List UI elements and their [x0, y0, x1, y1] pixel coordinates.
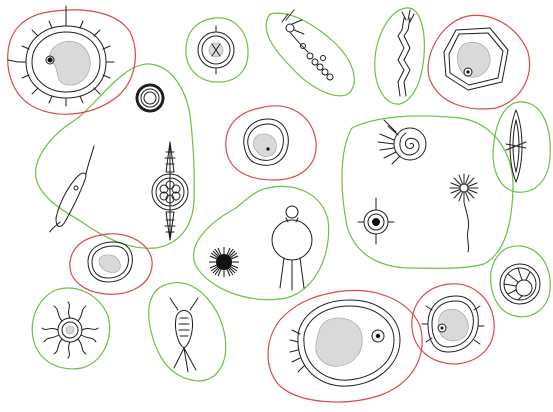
bottom-flagellate: [170, 298, 198, 372]
large-vacuole-cell: [290, 300, 400, 386]
slender-flagellate: [50, 146, 94, 232]
hex-cell: [444, 28, 508, 90]
star-flower: [450, 174, 478, 252]
rosette-spindle: [152, 142, 188, 240]
tentacled-organism: [42, 302, 98, 358]
ring-cell: [198, 26, 234, 74]
oval-cell: [88, 242, 132, 282]
sun-ring: [137, 85, 163, 111]
green-outline-chain-cell: [266, 13, 354, 96]
zigzag-stalk: [398, 10, 414, 96]
balloon-organism: [272, 206, 312, 290]
spiral-organism: [378, 120, 426, 164]
green-outline-right-large: [342, 116, 513, 268]
spiky-oval-cell: [422, 296, 484, 352]
round-cell: [244, 119, 289, 165]
bead-chain: [282, 10, 333, 80]
spindle-cell: [506, 110, 526, 182]
green-outline-center: [194, 186, 329, 299]
eye-organism: [358, 198, 394, 244]
wheel-cell: [500, 264, 540, 304]
dark-sunburst: [209, 247, 239, 277]
